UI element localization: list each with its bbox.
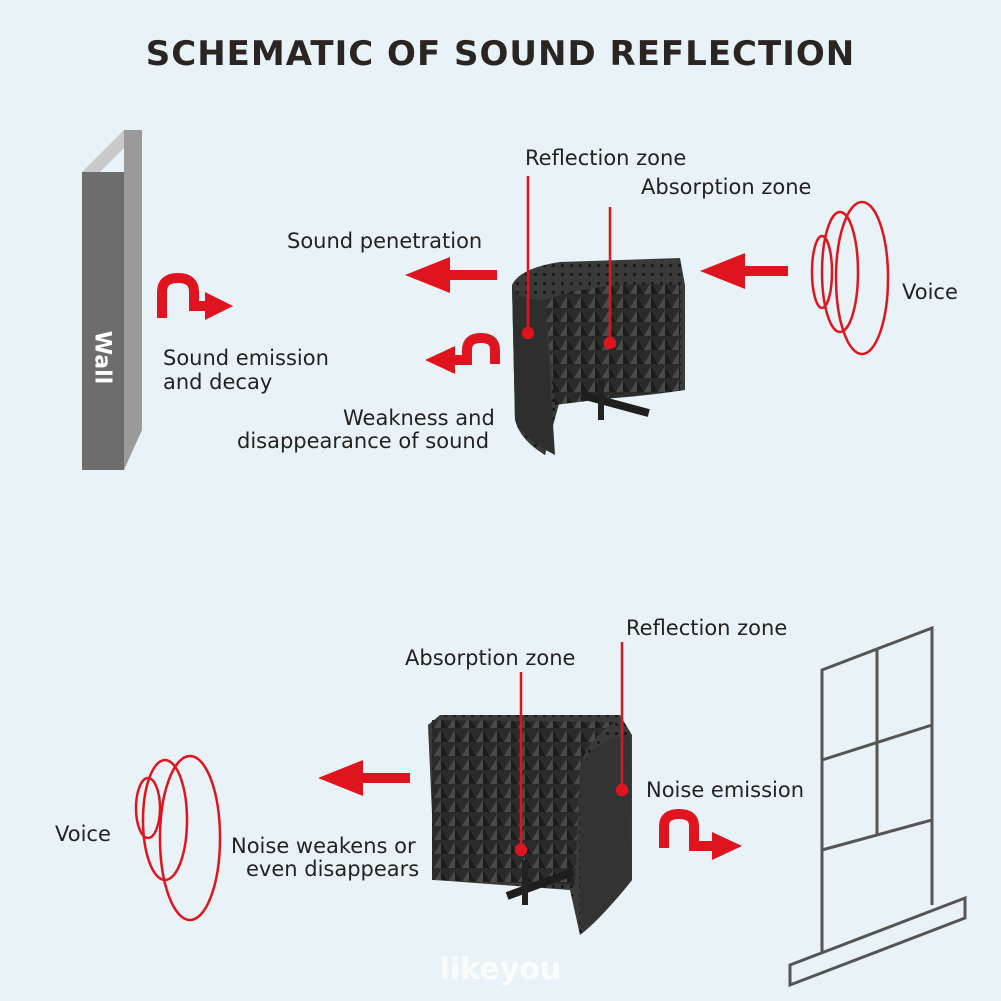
- zone-pointers: [514, 176, 629, 857]
- top-voice-label: Voice: [902, 280, 958, 304]
- top-absorption-zone-label: Absorption zone: [641, 175, 812, 199]
- u-turn-arrows: [157, 272, 742, 860]
- bottom-left-arrow: [318, 760, 410, 796]
- top-shield-uturn-arrow: [425, 332, 500, 374]
- bottom-voice-label: Voice: [55, 822, 111, 846]
- sound-penetration-label: Sound penetration: [287, 229, 483, 253]
- top-reflection-dot: [521, 326, 535, 340]
- top-voice-arrow: [700, 253, 788, 289]
- bottom-voice-waves: [134, 754, 222, 922]
- top-absorption-dot: [603, 336, 617, 350]
- top-voice-waves: [810, 200, 890, 356]
- top-shield-graphic: [512, 258, 685, 455]
- wall-graphic: [82, 130, 142, 470]
- weakness-label-1: Weakness and: [343, 406, 495, 430]
- watermark: likeyou: [439, 952, 562, 987]
- bottom-reflection-dot: [615, 783, 629, 797]
- bottom-reflection-zone-label: Reflection zone: [626, 616, 788, 640]
- diagram-title: SCHEMATIC OF SOUND REFLECTION: [145, 34, 856, 74]
- top-wall-uturn-arrow: [157, 272, 233, 320]
- bottom-shield-graphic: [428, 715, 632, 935]
- sound-emission-label-1: Sound emission: [163, 346, 329, 370]
- noise-emission-label: Noise emission: [646, 778, 805, 802]
- bottom-absorption-zone-label: Absorption zone: [405, 646, 576, 670]
- window-graphic: [788, 625, 967, 988]
- weakness-label-2: disappearance of sound: [237, 429, 490, 453]
- noise-weakens-label-1: Noise weakens or: [231, 834, 416, 858]
- arrows: [318, 253, 788, 796]
- bottom-noise-uturn-arrow: [659, 808, 742, 860]
- noise-weakens-label-2: even disappears: [246, 857, 420, 881]
- bottom-absorption-dot: [514, 843, 528, 857]
- top-penetration-arrow: [405, 257, 497, 293]
- wall-label: Wall: [89, 330, 115, 385]
- top-reflection-zone-label: Reflection zone: [525, 146, 687, 170]
- sound-emission-label-2: and decay: [163, 370, 273, 394]
